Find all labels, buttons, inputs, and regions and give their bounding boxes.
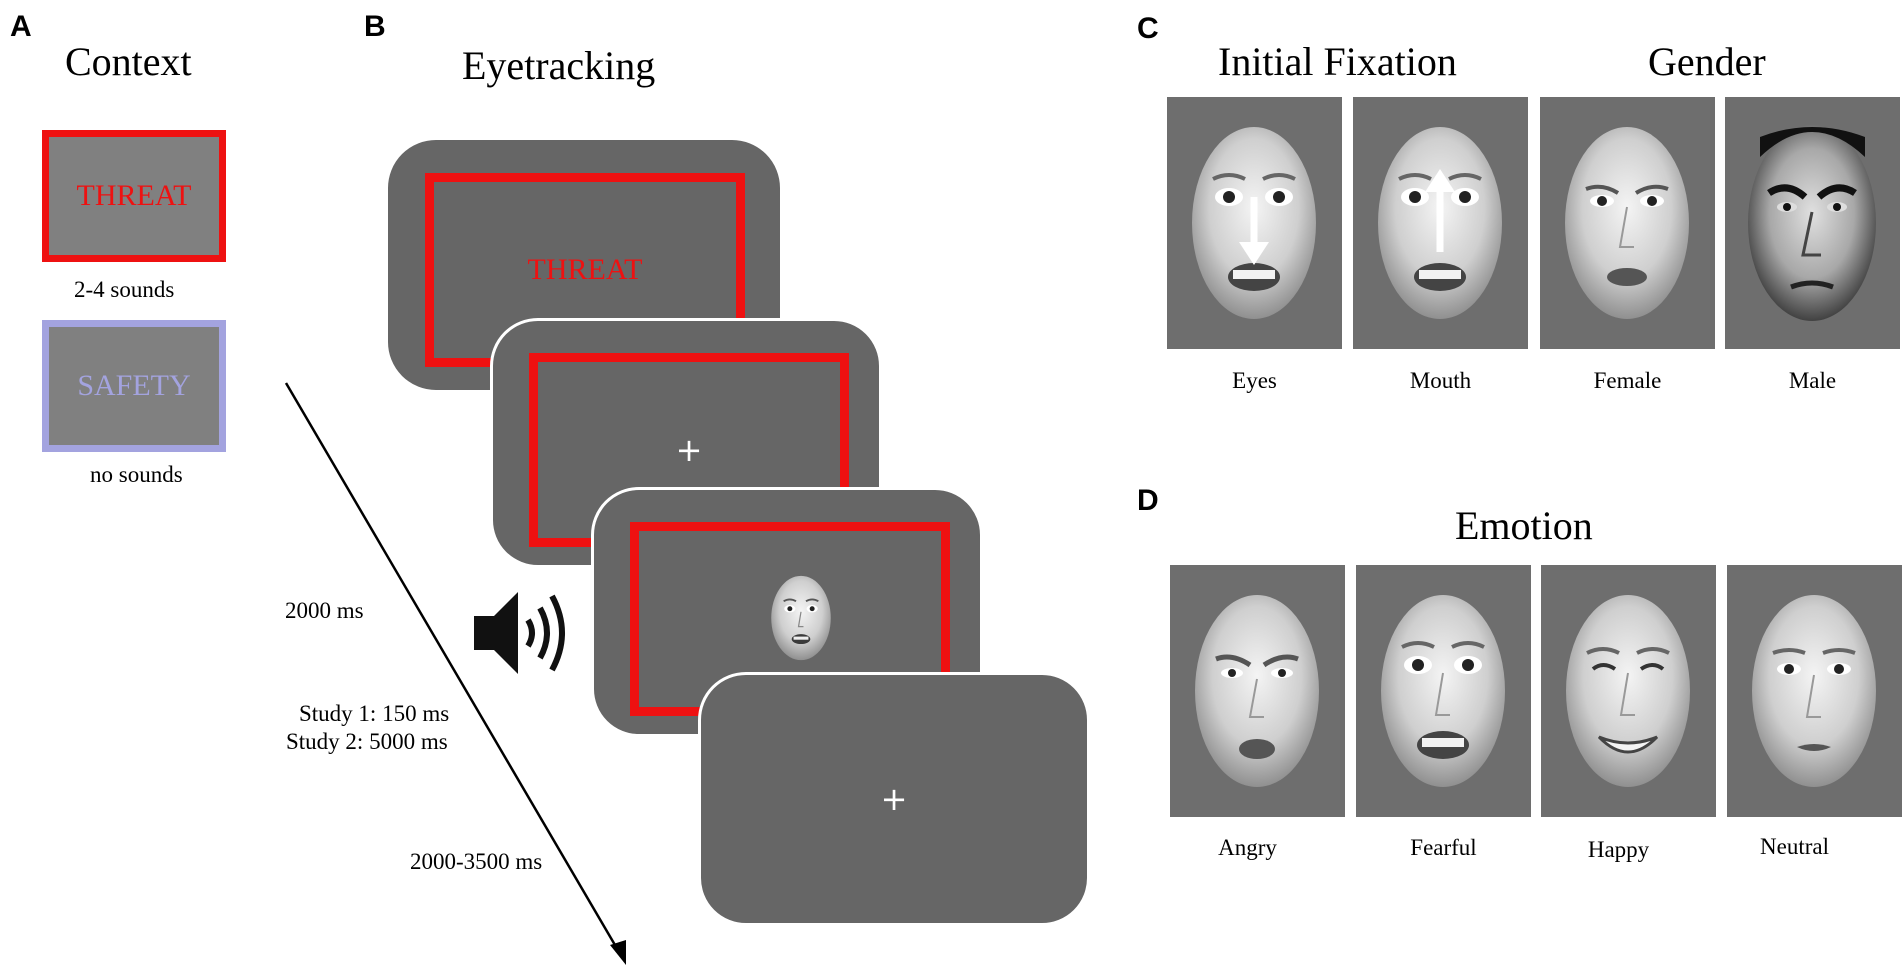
timeline-arrow <box>284 382 626 965</box>
threat-sounds-caption: 2-4 sounds <box>74 277 175 302</box>
safety-context-box: SAFETY <box>42 320 226 452</box>
arrow-up-icon <box>1425 169 1455 252</box>
threat-context-label: THREAT <box>76 179 192 212</box>
caption-happy: Happy <box>1587 837 1650 862</box>
face-fixation-mouth <box>1353 97 1528 349</box>
threat-context-box: THREAT <box>42 130 226 262</box>
fixation-cross: + <box>675 431 703 469</box>
face-fixation-eyes <box>1167 97 1342 349</box>
screen-iti: + <box>698 672 1090 926</box>
caption-fearful: Fearful <box>1410 835 1477 860</box>
panel-letter-b: B <box>364 10 386 43</box>
iti-fixation-cross: + <box>880 780 908 818</box>
timing-context: 2000 ms <box>285 598 364 623</box>
timing-face-line1: Study 1: 150 ms <box>299 701 450 726</box>
initial-fixation-title: Initial Fixation <box>1218 39 1457 84</box>
caption-angry: Angry <box>1218 835 1277 860</box>
face-emotion-angry <box>1170 565 1345 817</box>
context-title: Context <box>65 39 192 84</box>
small-face-image <box>771 575 831 661</box>
timing-face-line2: Study 2: 5000 ms <box>286 729 448 754</box>
screen-context-label: THREAT <box>527 253 643 286</box>
panel-letter-c: C <box>1137 12 1159 45</box>
panel-letter-a: A <box>10 10 32 43</box>
face-gender-female <box>1540 97 1715 349</box>
face-emotion-happy <box>1541 565 1716 817</box>
safety-context-label: SAFETY <box>77 369 191 402</box>
caption-eyes: Eyes <box>1232 368 1277 393</box>
caption-mouth: Mouth <box>1409 368 1472 393</box>
caption-female: Female <box>1593 368 1662 393</box>
face-gender-male <box>1725 97 1900 349</box>
face-emotion-neutral <box>1727 565 1902 817</box>
gender-title: Gender <box>1648 39 1766 84</box>
timing-iti: 2000-3500 ms <box>410 849 543 874</box>
arrow-down-icon <box>1239 197 1269 265</box>
safety-sounds-caption: no sounds <box>90 462 183 487</box>
caption-male: Male <box>1788 368 1837 393</box>
speaker-icon <box>474 592 565 674</box>
face-emotion-fearful <box>1356 565 1531 817</box>
caption-neutral: Neutral <box>1760 834 1829 859</box>
eyetracking-title: Eyetracking <box>462 43 656 88</box>
emotion-title: Emotion <box>1455 503 1593 548</box>
panel-letter-d: D <box>1137 484 1159 517</box>
